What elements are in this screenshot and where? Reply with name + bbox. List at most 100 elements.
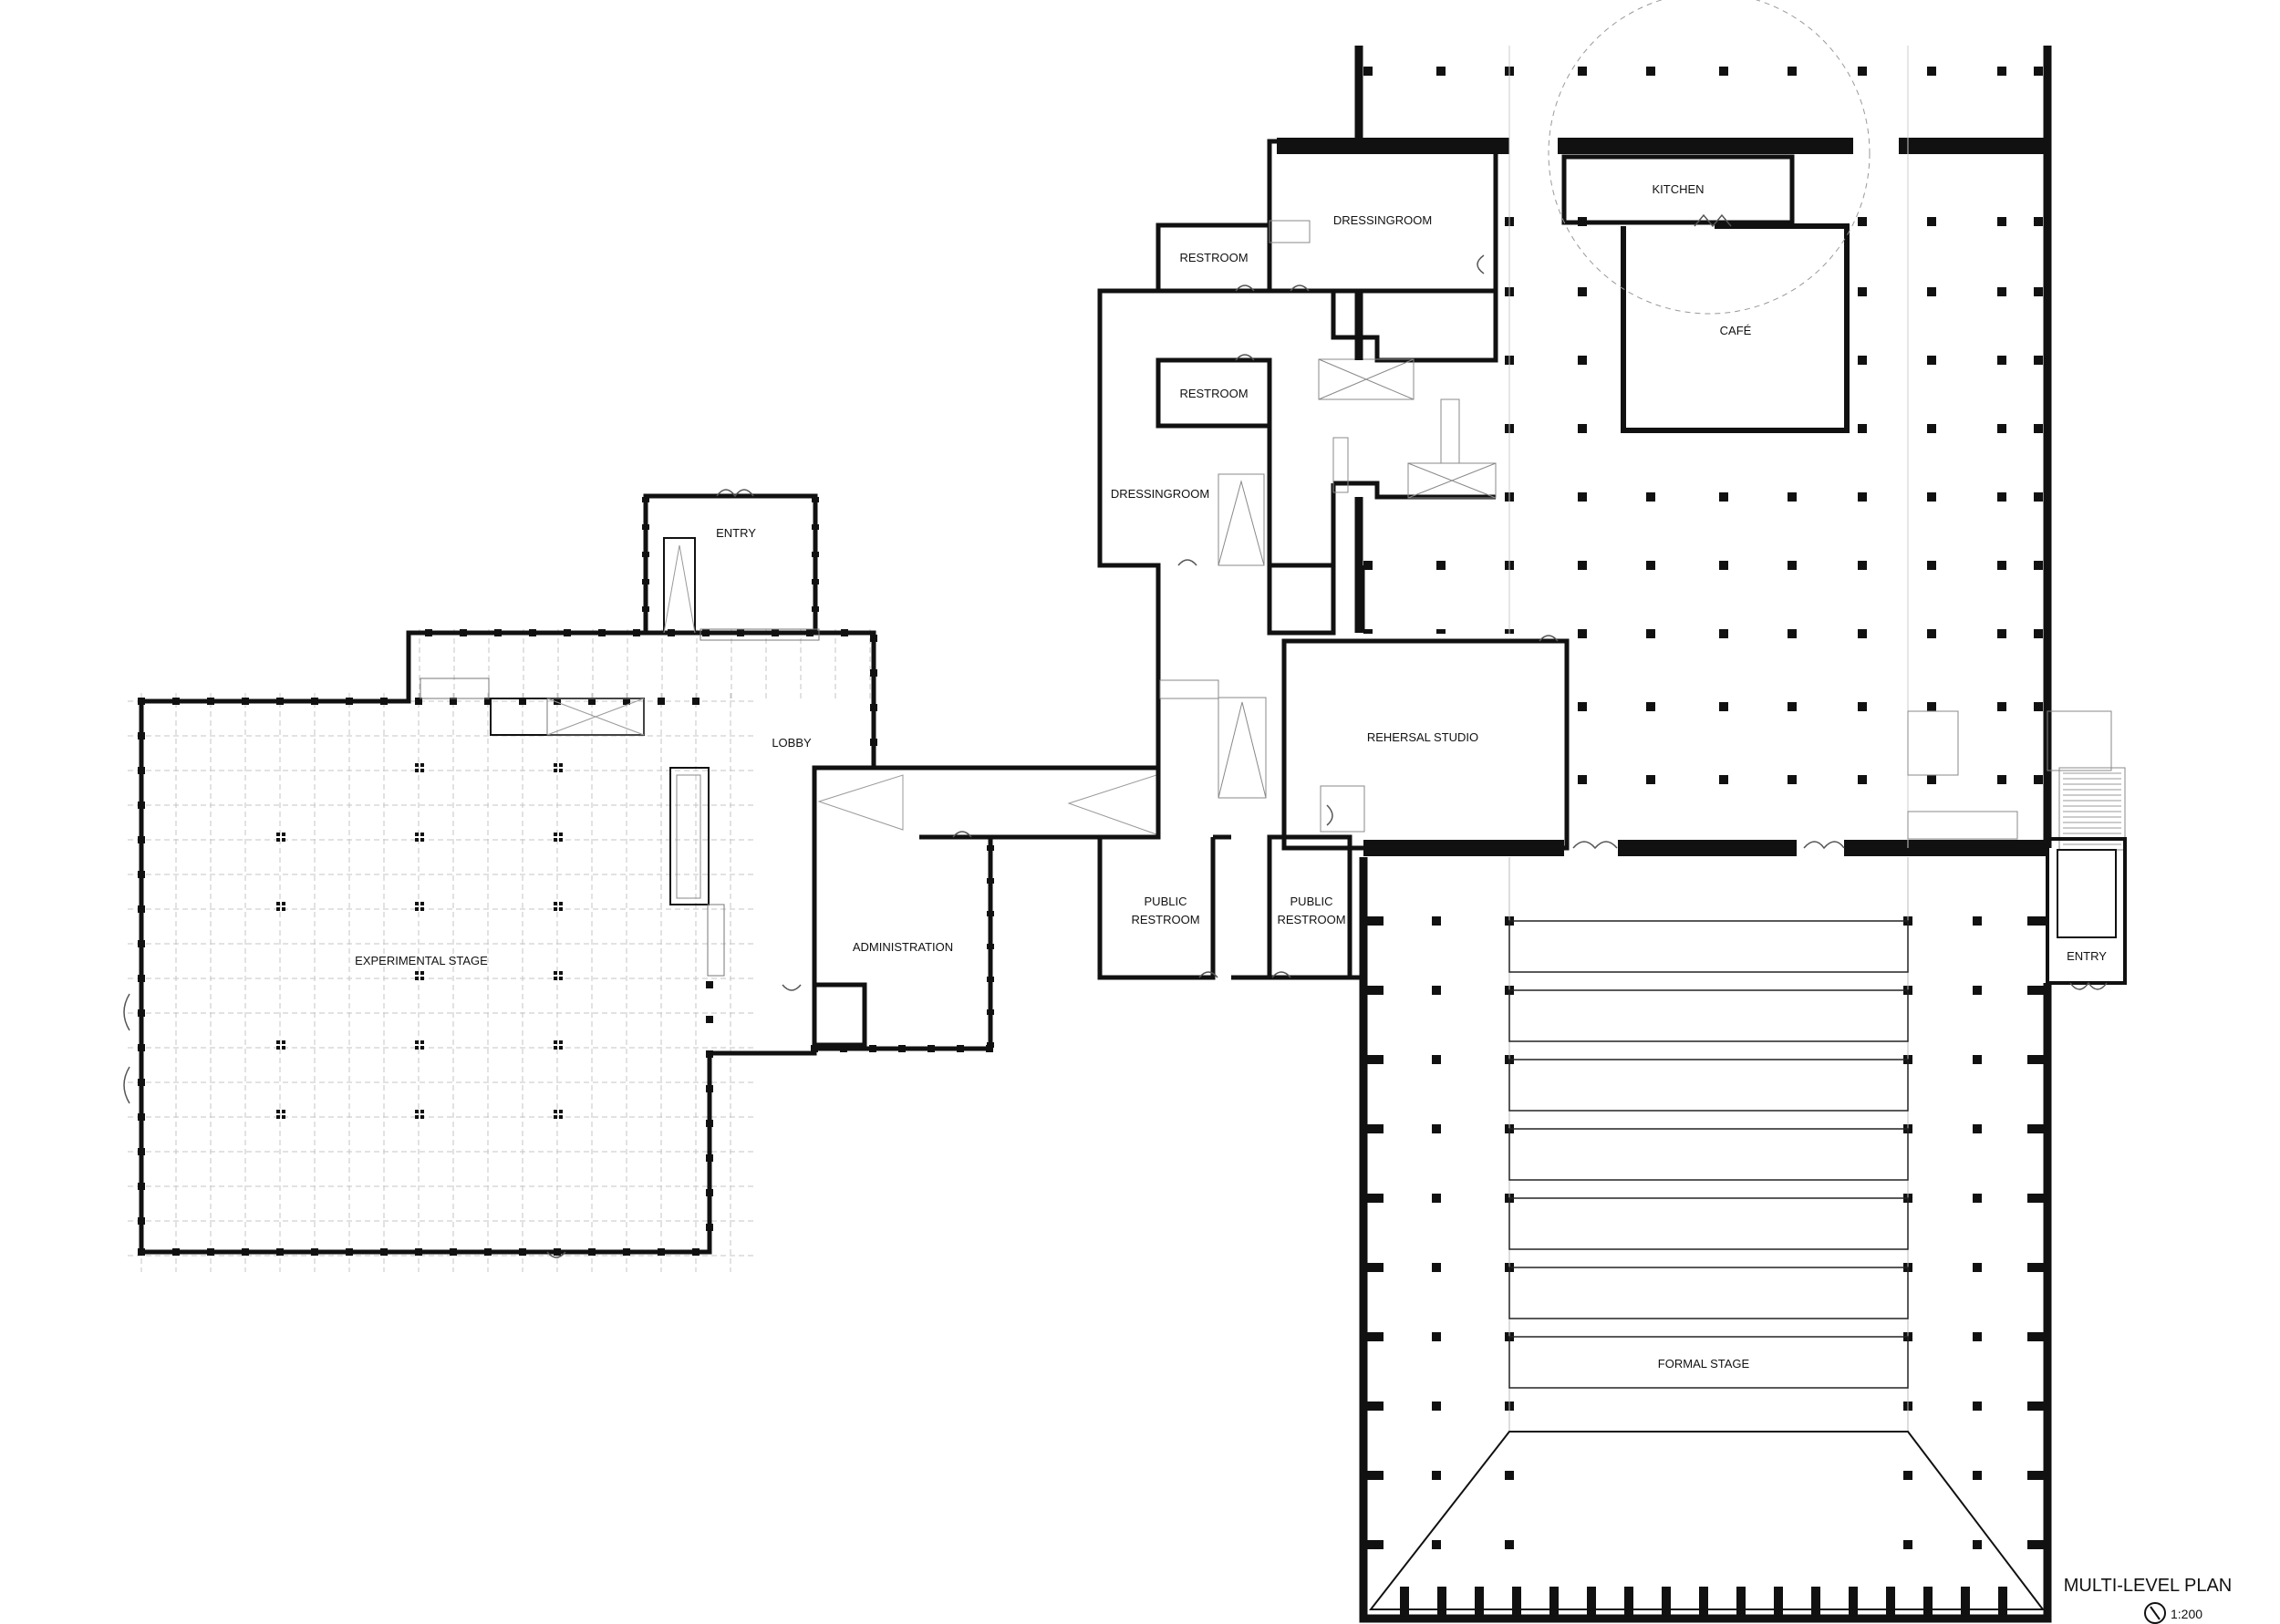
column [559,1046,563,1050]
column [559,1115,563,1119]
stage-column [1973,1540,1982,1549]
rehearsal-service-wall [1097,769,1216,980]
lobby-stair [546,698,645,736]
stage-column [1973,1124,1982,1133]
column [420,971,424,975]
wall-post [588,1248,596,1256]
entry-right-block [2046,767,2127,990]
entry-right-inner [2057,849,2117,938]
hall-column [1646,67,1655,76]
hall-column [1858,356,1867,365]
column [554,1046,557,1050]
entry-left-steps [700,628,820,641]
admin-post [987,911,994,916]
column [420,838,424,842]
wall-post [138,905,145,913]
stage-column [1432,1055,1441,1064]
wall-pier [2027,1124,2047,1133]
wall-pier [1363,1332,1384,1341]
service-core-wall [1331,291,1498,363]
stage-column [1973,1194,1982,1203]
service-ramp [1218,473,1265,566]
entry-right-wall [2046,837,2127,985]
wall-post [172,1248,180,1256]
plan-scale: 1:200 [2171,1607,2202,1621]
admin-post [987,977,994,982]
column [415,1115,419,1119]
hall-column [1578,561,1587,570]
hall-column [1788,629,1797,638]
wall-post [623,1248,630,1256]
wall-post [138,836,145,843]
cafe-hall [1277,0,2112,856]
wall-pier [1363,1540,1384,1549]
entry-right-door [2069,981,2108,990]
wall-pier [1699,1587,1708,1618]
formal-stage-platform [1368,1431,2046,1610]
admin-post [928,1045,935,1052]
wall-post [311,698,318,705]
service-steps [1159,679,1219,699]
hall-column [2034,629,2043,638]
wall-pier [2027,1055,2047,1064]
service-doors [1177,254,1485,978]
column [276,838,280,842]
hall-column [1578,424,1587,433]
stage-column [1973,986,1982,995]
admin-post [986,1045,993,1052]
hall-column [1719,67,1728,76]
admin-post [898,1045,906,1052]
stage-column [1432,1194,1441,1203]
hall-column [2034,492,2043,502]
wall-post [276,698,284,705]
hall-column [1578,629,1587,638]
wall-post [706,1224,713,1231]
column [282,1110,285,1113]
stage-column [1432,1332,1441,1341]
structural-grid [128,629,871,1272]
entry-right-treads [2063,772,2121,845]
dressingroom-lower-wall [1097,288,1161,769]
hall-column [1788,702,1797,711]
wall-post [138,1113,145,1121]
experimental-stage-wall [139,630,876,1255]
wall-pier [1849,1587,1858,1618]
entry-post [642,524,649,530]
stage-column [1432,1540,1441,1549]
label-public-restroom-b-line2: RESTROOM [1277,913,1345,926]
hall-column [1578,702,1587,711]
hall-column [1858,775,1867,784]
column [554,1110,557,1113]
label-entry-left: ENTRY [716,526,756,540]
wall-posts [138,629,877,1256]
entry-post [642,552,649,557]
stage-column [1505,1540,1514,1549]
hall-column [1927,492,1936,502]
entry-left-posts [642,497,819,612]
wall-post [138,871,145,878]
hall-column [1927,629,1936,638]
hall-column [1927,424,1936,433]
wall-post [450,1248,457,1256]
service-core-wall [1333,481,1496,500]
column [554,971,557,975]
entry-post [642,579,649,584]
column [276,1115,280,1119]
entry-post [812,524,819,530]
rehearsal-ramp-line [1218,701,1267,799]
label-restroom-lower: RESTROOM [1179,387,1248,400]
admin-post [987,1009,994,1015]
hall-column [1927,217,1936,226]
seating-row [1508,1267,1909,1319]
admin-post [957,1045,964,1052]
wall-pier [1363,1194,1384,1203]
public-restroom-wall [1231,834,1352,980]
label-entry-right: ENTRY [2067,949,2107,963]
administration-block [782,765,1157,1053]
corridor-ramp [817,774,904,831]
column [415,1040,419,1044]
wall-post [870,739,877,746]
column [554,977,557,980]
wall-post [460,629,467,636]
north-arrow-icon [2144,1602,2166,1624]
